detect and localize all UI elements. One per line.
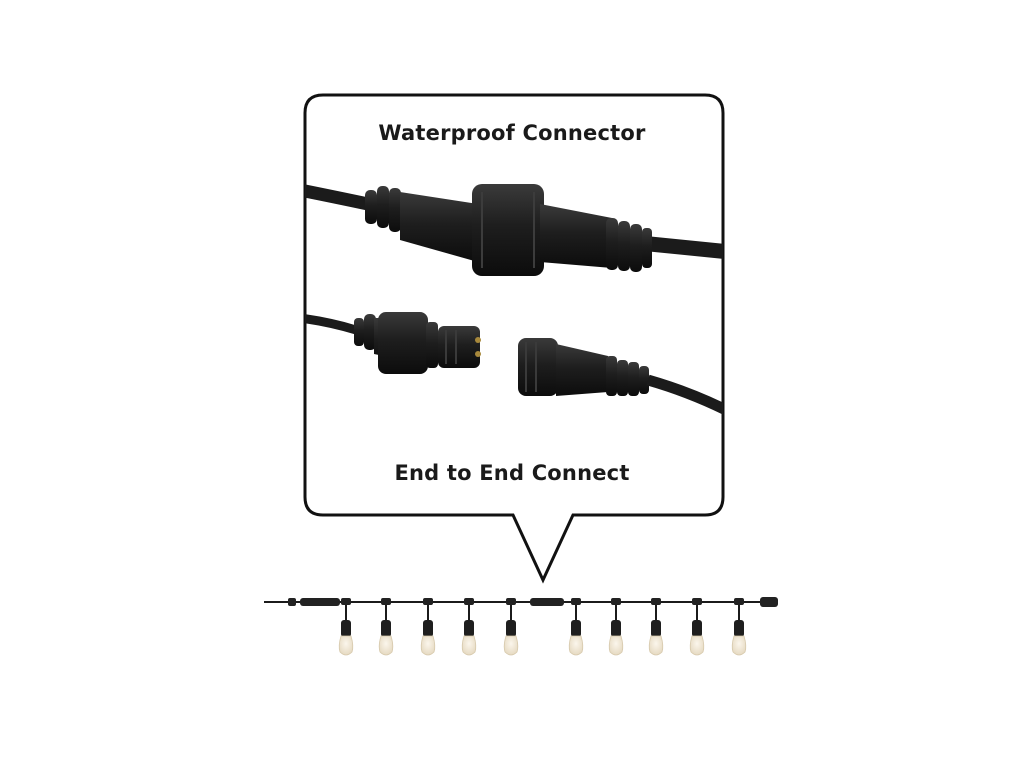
bulb xyxy=(503,598,519,656)
bulb xyxy=(461,598,477,656)
bulb xyxy=(689,598,705,656)
string-light-strand xyxy=(264,597,778,656)
waterproof-connector-label: Waterproof Connector xyxy=(378,121,646,145)
bulb xyxy=(420,598,436,656)
bulb xyxy=(608,598,624,656)
female-socket xyxy=(518,338,723,417)
bulb xyxy=(648,598,664,656)
bulb xyxy=(378,598,394,656)
end-to-end-connect-label: End to End Connect xyxy=(394,461,630,485)
male-plug xyxy=(305,312,481,374)
bulb xyxy=(568,598,584,656)
bulb xyxy=(338,598,354,656)
connector-photo xyxy=(305,183,723,417)
bulb xyxy=(731,598,747,656)
connected-connector xyxy=(305,183,723,276)
